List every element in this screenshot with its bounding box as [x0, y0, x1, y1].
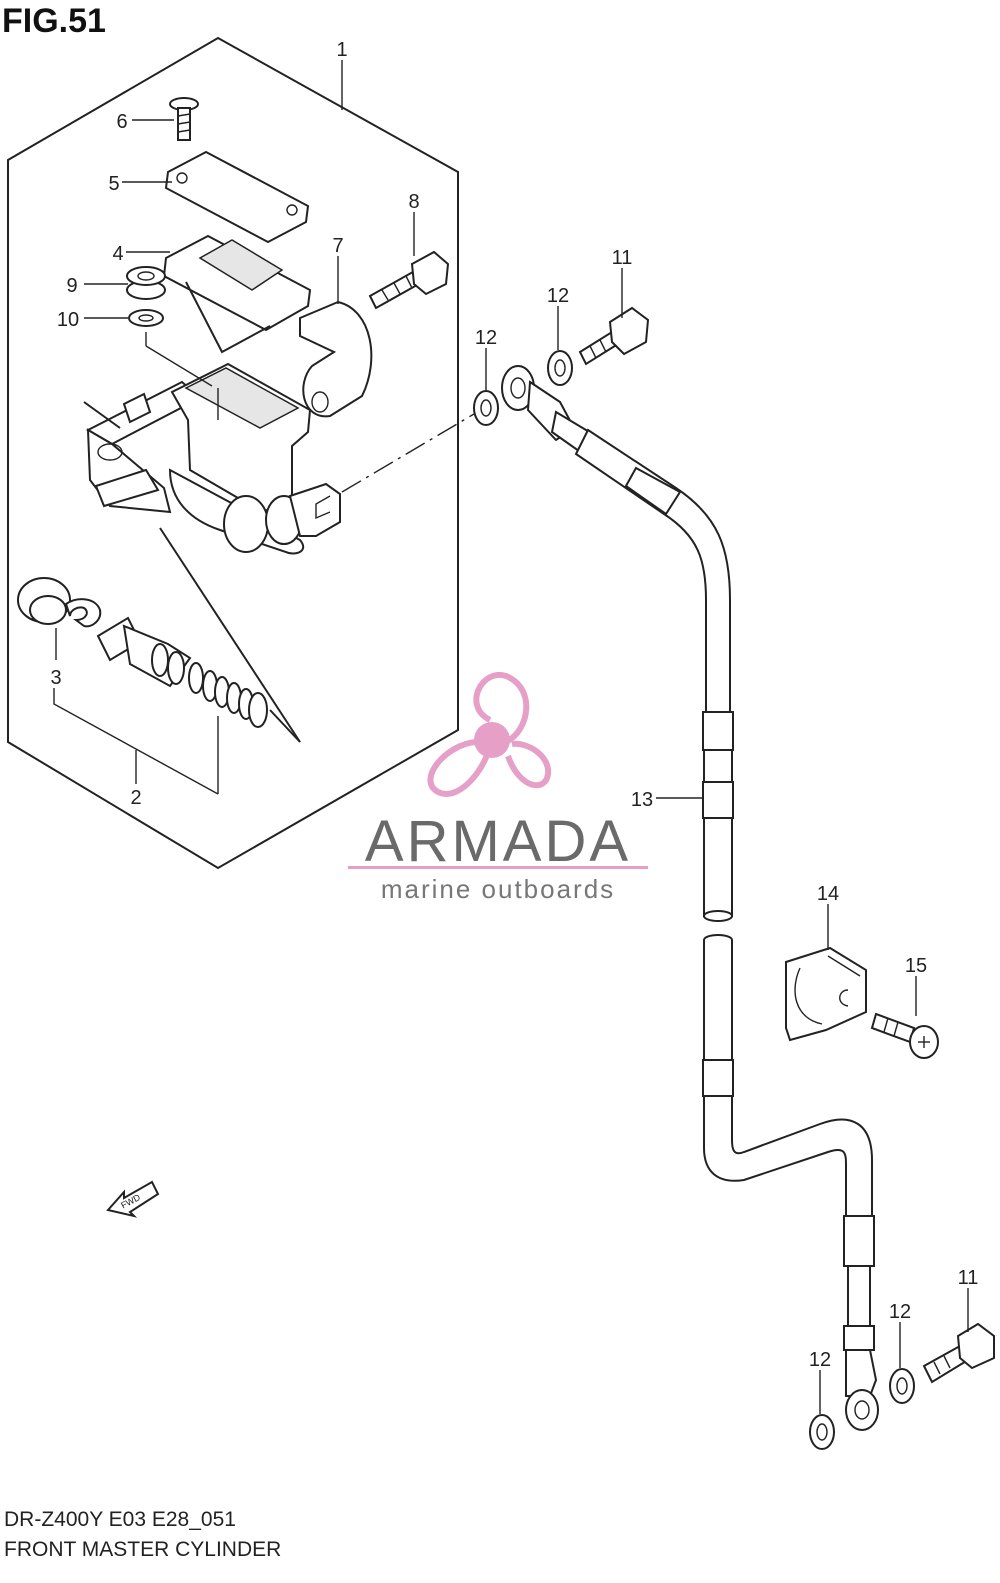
part-8-bolt[interactable] — [368, 250, 450, 310]
callout-11-upper: 11 — [612, 247, 633, 269]
callout-11-lower: 11 — [958, 1267, 979, 1289]
callout-1: 1 — [336, 39, 347, 61]
callout-12-upper-b: 12 — [475, 327, 497, 349]
part-12-washer-upper-a[interactable] — [547, 350, 573, 386]
callout-14: 14 — [817, 883, 839, 905]
assembly-reference-lines — [83, 332, 301, 743]
leader-lines — [55, 60, 969, 1414]
part-7-clamp-holder[interactable] — [299, 300, 373, 418]
part-12-washer-upper-b[interactable] — [473, 390, 499, 426]
part-15-clamp-bolt[interactable] — [870, 1012, 939, 1059]
callout-8: 8 — [408, 191, 419, 213]
part-4-diaphragm[interactable] — [162, 234, 312, 354]
callout-2: 2 — [130, 787, 141, 809]
part-2-piston-set[interactable] — [96, 616, 268, 728]
callout-2-bracket — [53, 688, 219, 795]
callout-4: 4 — [112, 243, 123, 265]
part-12-washer-lower-b[interactable] — [809, 1414, 835, 1450]
figure-name: FRONT MASTER CYLINDER — [4, 1538, 282, 1561]
master-cylinder-body[interactable] — [85, 362, 341, 555]
callout-5: 5 — [108, 173, 119, 195]
callout-13: 13 — [631, 789, 653, 811]
watermark-tagline: marine outboards — [380, 874, 616, 904]
part-11-union-bolt-upper[interactable] — [578, 306, 650, 366]
part-6-screw[interactable] — [169, 97, 199, 141]
part-10-washer[interactable] — [128, 309, 164, 327]
alignment-line — [341, 413, 475, 493]
part-13-brake-hose[interactable] — [501, 365, 879, 1431]
callout-15: 15 — [905, 955, 927, 977]
callout-7: 7 — [332, 235, 343, 257]
callout-10: 10 — [57, 309, 79, 331]
part-14-hose-clamp[interactable] — [785, 946, 867, 1042]
fwd-arrow-icon: FWD — [106, 1180, 160, 1218]
part-11-union-bolt-lower[interactable] — [922, 1322, 995, 1384]
figure-title: FIG.51 — [2, 2, 106, 40]
watermark-brand: ARMADA — [364, 809, 632, 874]
assembly-frame — [7, 36, 459, 870]
armada-propeller-logo-icon — [427, 671, 552, 797]
callout-9: 9 — [66, 275, 77, 297]
part-5-reservoir-cap[interactable] — [164, 150, 310, 244]
part-9-grommet[interactable] — [126, 266, 166, 300]
watermark-divider — [348, 866, 648, 869]
callout-6: 6 — [116, 111, 127, 133]
part-3-boot-and-ring[interactable] — [17, 577, 102, 628]
callout-12-lower-b: 12 — [809, 1349, 831, 1371]
callout-3: 3 — [50, 667, 61, 689]
callout-12-upper-a: 12 — [547, 285, 569, 307]
part-12-washer-lower-a[interactable] — [889, 1368, 915, 1404]
figure-model-code: DR-Z400Y E03 E28_051 — [4, 1508, 236, 1531]
callout-labels: 1 2 3 4 5 6 7 8 9 10 11 11 12 12 12 12 1… — [50, 39, 978, 1371]
callout-12-lower-a: 12 — [889, 1301, 911, 1323]
